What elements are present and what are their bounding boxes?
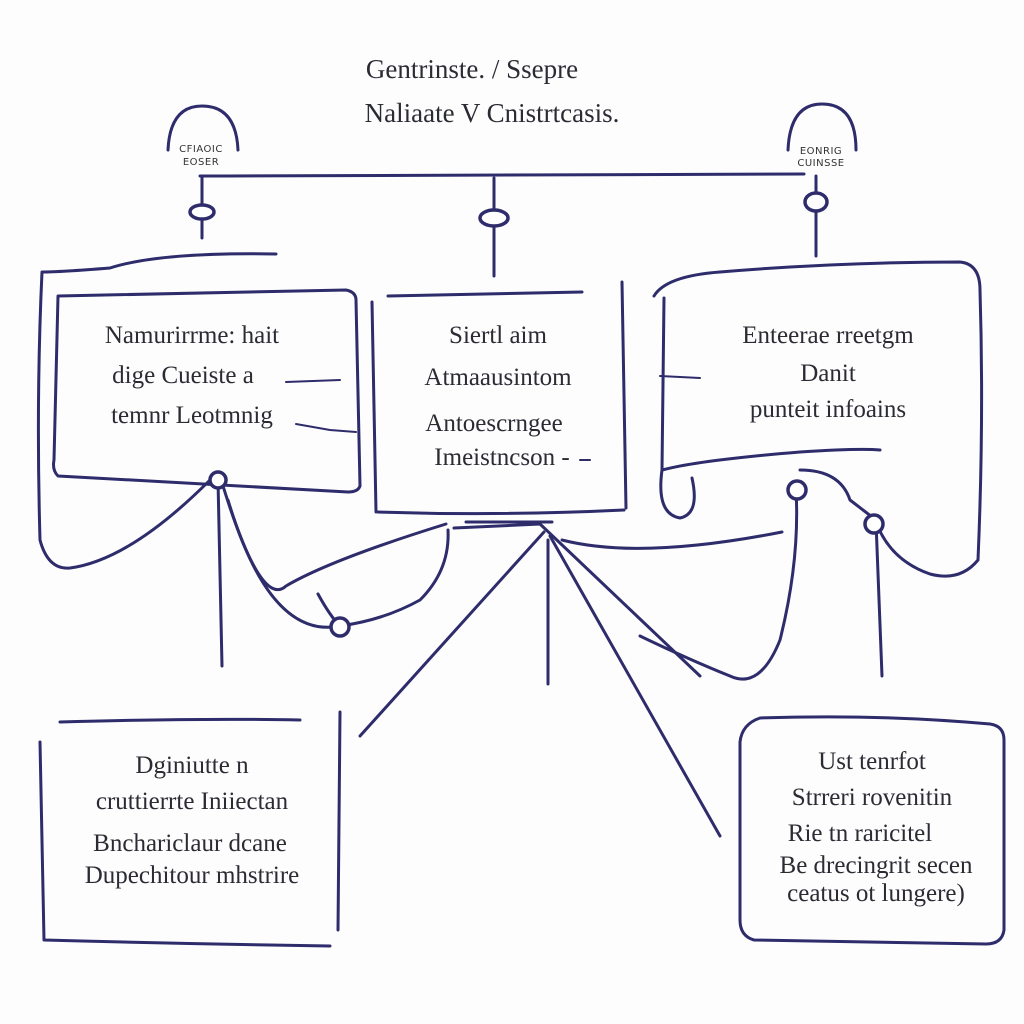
dash-top-left-1 bbox=[285, 379, 341, 383]
left-corner-label-line-2: EOSER bbox=[182, 157, 220, 168]
wire-cross-2 bbox=[358, 530, 546, 738]
top-right-box-line-2: Danit bbox=[800, 360, 856, 387]
left-drop-connector bbox=[188, 203, 216, 221]
top-center-box-line-1: Siertl aim bbox=[449, 322, 547, 349]
wire-right-curve bbox=[638, 488, 799, 681]
wire-left-curve bbox=[226, 498, 450, 629]
top-center-box-line-2: Atmaausintom bbox=[424, 364, 572, 391]
left-corner-label-line-1: CFIAOIC bbox=[179, 144, 223, 155]
node-right-outer bbox=[863, 513, 885, 535]
top-right-side-tab bbox=[659, 468, 696, 520]
center-drop-connector bbox=[478, 208, 510, 228]
bottom-right-box-line-2: Strreri rovenitin bbox=[791, 784, 953, 811]
bottom-left-box-line-2: cruttierrte Iniiectan bbox=[95, 788, 289, 815]
wire-left-vertical bbox=[216, 478, 224, 668]
top-left-inner-box bbox=[52, 288, 362, 494]
bottom-left-box bbox=[38, 710, 342, 948]
top-bus-line bbox=[226, 172, 806, 178]
top-left-box-line-3: temnr Leotmnig bbox=[111, 402, 273, 429]
wire-cross-3 bbox=[548, 534, 722, 838]
wire-cross-1 bbox=[452, 522, 702, 678]
bottom-left-box-line-1: Dginiutte n bbox=[135, 752, 249, 779]
wire-left-long bbox=[218, 474, 448, 592]
bottom-left-box-line-4: Dupechitour mhstrire bbox=[84, 862, 300, 889]
top-center-box-bottom bbox=[376, 508, 626, 516]
wire-right-vertical bbox=[874, 520, 884, 678]
bottom-right-box-line-3: Rie tn raricitel bbox=[787, 820, 933, 847]
dash-top-left-2 bbox=[295, 423, 357, 433]
bottom-right-box-line-1: Ust tenrfot bbox=[818, 748, 926, 775]
bottom-right-box-line-5: ceatus ot lungere) bbox=[787, 880, 965, 907]
top-center-box-line-4: Imeistncson - bbox=[434, 444, 570, 471]
top-center-box-line-3: Antoescrngee bbox=[425, 410, 563, 437]
top-right-inner-box bbox=[660, 296, 882, 472]
wire-right-loop bbox=[798, 468, 878, 522]
diagram-title-line-2: Naliaate V Cnistrtcasis. bbox=[364, 98, 620, 128]
top-center-box-right bbox=[620, 280, 628, 510]
right-drop-connector bbox=[803, 191, 829, 213]
right-corner-label-line-2: CUINSSE bbox=[797, 158, 845, 169]
wire-center-right bbox=[560, 530, 784, 550]
right-corner-label-line-1: EONRIG bbox=[799, 146, 843, 157]
top-right-outer-frame bbox=[652, 260, 984, 578]
bottom-right-box bbox=[738, 715, 1006, 946]
diagram-title-line-1: Gentrinste. / Ssepre bbox=[365, 54, 579, 84]
node-top-left-box bbox=[208, 470, 228, 490]
top-left-outer-frame bbox=[36, 252, 278, 570]
top-right-box-line-1: Enteerae rreetgm bbox=[742, 322, 914, 349]
node-left-curve bbox=[329, 616, 351, 638]
top-center-box-left bbox=[370, 300, 378, 514]
bottom-right-box-line-4: Be drecingrit secen bbox=[779, 852, 973, 879]
bottom-left-box-line-3: Bnchariclaur dcane bbox=[93, 830, 287, 857]
top-left-box-line-1: Namurirrme: hait bbox=[104, 322, 280, 349]
top-right-box-line-3: punteit infoains bbox=[749, 396, 907, 423]
dash-top-right-1 bbox=[659, 375, 701, 379]
left-corner-hook bbox=[166, 104, 240, 152]
top-left-box-line-2: dige Cueiste a bbox=[112, 362, 254, 389]
right-corner-hook bbox=[786, 102, 858, 152]
node-top-right-box bbox=[786, 479, 808, 501]
top-center-box-top bbox=[386, 290, 584, 298]
